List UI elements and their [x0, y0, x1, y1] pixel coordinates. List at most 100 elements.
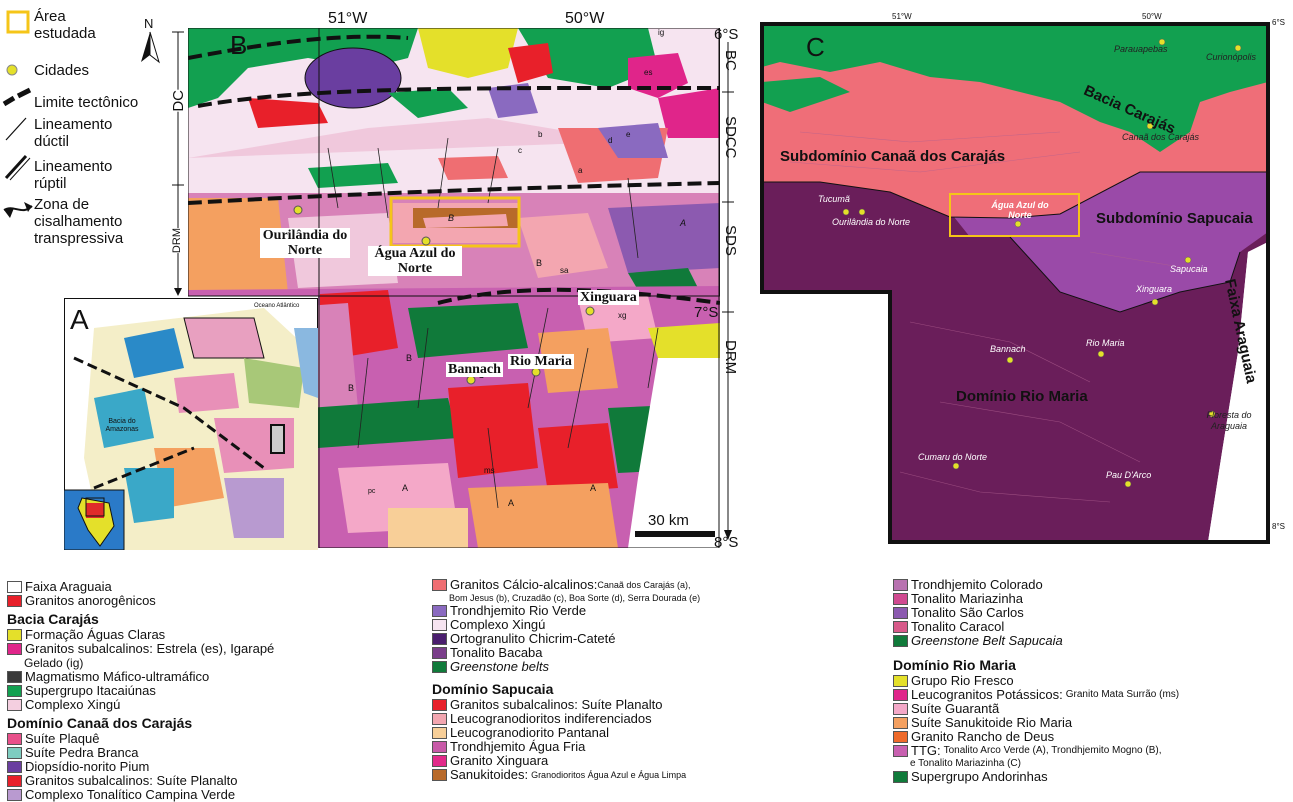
legend-item: Tonalito São Carlos — [893, 606, 1179, 620]
legend-item: Tonalito Mariazinha — [893, 592, 1179, 606]
lat-6-label: 6°S — [714, 26, 739, 43]
unit-letter: A — [402, 483, 409, 493]
legend-col-1: Faixa Araguaia Granitos anorogênicos Bac… — [7, 580, 274, 802]
study-area-label: Área estudada — [34, 8, 96, 42]
town-curionopolis: Curionópolis — [1206, 52, 1257, 62]
shear-zone-symbol — [3, 202, 33, 218]
legend-label: Diopsídio-norito Pium — [25, 759, 150, 774]
legend-item: Magmatismo Máfico-ultramáfico — [7, 670, 274, 684]
panel-c: C 51°W 50°W 6°S 8°S Bacia Carajás Subdom… — [760, 12, 1285, 552]
legend-label: Faixa Araguaia — [25, 579, 112, 594]
legend-label: Gelado (ig) — [24, 656, 84, 670]
town-canaa: Canaã dos Carajás — [1122, 132, 1200, 142]
town-pau-darco: Pau D'Arco — [1106, 470, 1152, 480]
legend-swatch — [7, 581, 22, 593]
unit-letter: B — [348, 383, 355, 393]
legend-label: Granito Xinguara — [450, 753, 549, 768]
legend-item: Tonalito Bacaba — [432, 646, 700, 660]
lat-7-label: 7°S — [694, 304, 719, 321]
legend-swatch — [7, 629, 22, 641]
unit-letter: A — [680, 218, 687, 228]
town-ourilandia: Ourilândia do Norte — [832, 217, 911, 227]
lon-51-label: 51°W — [328, 10, 368, 27]
legend-label: Granitos subalcalinos: Suíte Planalto — [25, 773, 238, 788]
legend-item: Suíte Guarantã — [893, 702, 1179, 716]
legend-item: Granitos subalcalinos: Suíte Planalto — [432, 698, 700, 712]
tectonic-limit-symbol — [2, 87, 32, 107]
legend-label: Complexo Tonalítico Campina Verde — [25, 787, 236, 802]
unit-letter: e — [626, 130, 631, 139]
legend-item: Granitos subalcalinos: Suíte Planalto — [7, 774, 274, 788]
map-key-symbols — [2, 10, 160, 218]
legend-label: Grupo Rio Fresco — [911, 673, 1014, 688]
legend-label: Trondhjemito Rio Verde — [450, 603, 587, 618]
cities-label: Cidades — [34, 62, 90, 79]
legend-item: Formação Águas Claras — [7, 628, 274, 642]
unit-letter: c — [518, 146, 522, 155]
panel-a-highlight — [270, 424, 285, 454]
unit-letter: a — [578, 166, 583, 175]
legend-swatch — [432, 661, 447, 673]
brittle-label: Lineamento rúptil — [34, 158, 113, 192]
legend-swatch — [432, 727, 447, 739]
legend-heading: Domínio Rio Maria — [893, 657, 1016, 673]
legend-item: Greenstone Belt Sapucaia — [893, 634, 1179, 648]
legend-item: Trondhjemito Água Fria — [432, 740, 700, 754]
legend-item: Ortogranulito Chicrim-Cateté — [432, 632, 700, 646]
legend-label: Complexo Xingú — [25, 697, 121, 712]
legend-label: Trondhjemito Água Fria — [450, 739, 586, 754]
legend-swatch — [432, 633, 447, 645]
town-xinguara: Xinguara — [578, 290, 639, 305]
legend-swatch — [432, 579, 447, 591]
legend-item: Complexo Xingú — [432, 618, 700, 632]
legend-swatch — [893, 621, 908, 633]
legend-swatch — [432, 741, 447, 753]
panel-c-map — [760, 22, 1270, 544]
panel-c-lon-50: 50°W — [1142, 12, 1162, 21]
legend-label-small: Tonalito Arco Verde (A), Trondhjemito Mo… — [943, 745, 1162, 756]
legend-item: TTG:Tonalito Arco Verde (A), Trondhjemit… — [893, 744, 1179, 758]
region-rio-maria: Domínio Rio Maria — [956, 388, 1088, 405]
ocean-label: Oceano Atlântico — [254, 303, 300, 309]
legend-label: Formação Águas Claras — [25, 627, 166, 642]
legend-col-3: Trondhjemito Colorado Tonalito Mariazinh… — [893, 578, 1179, 784]
map-key: Área estudada N Cidades Limite tectônico… — [0, 0, 185, 270]
basin-label: Bacia do Amazonas — [105, 418, 139, 433]
legend-label: TTG: — [911, 743, 941, 758]
legend-swatch — [893, 689, 908, 701]
legend-swatch — [432, 647, 447, 659]
legend-swatch — [432, 755, 447, 767]
legend-label: Magmatismo Máfico-ultramáfico — [25, 669, 210, 684]
north-label: N — [144, 16, 154, 31]
legend-label: Leucogranodiorito Pantanal — [450, 725, 610, 740]
town-cumaru: Cumaru do Norte — [918, 452, 988, 462]
lon-50-label: 50°W — [565, 10, 605, 27]
unit-letter: A — [590, 483, 597, 493]
legend-label-small: Granito Mata Surrão (ms) — [1065, 689, 1180, 700]
panel-c-lat-8: 8°S — [1272, 522, 1285, 531]
region-caa: Subdomínio Canaã dos Carajás — [780, 148, 1006, 165]
panel-a: A Oceano Atlântico Bacia do Amazonas — [63, 297, 319, 551]
legend-item: Trondhjemito Rio Verde — [432, 604, 700, 618]
scale-bar — [635, 531, 715, 537]
panel-c-lon-51: 51°W — [892, 12, 912, 21]
panel-c-letter: C — [806, 32, 825, 62]
legend-item: Complexo Xingú — [7, 698, 274, 712]
unit-letter: b — [538, 130, 543, 139]
legend-swatch — [893, 579, 908, 591]
town-ourilandia: Ourilândia do Norte — [260, 228, 350, 258]
legend-item: Granitos subalcalinos: Estrela (es), Iga… — [7, 642, 274, 656]
legend-label: Suíte Sanukitoide Rio Maria — [911, 715, 1073, 730]
legend-swatch — [432, 619, 447, 631]
legend-swatch — [7, 685, 22, 697]
legend-label: Greenstone Belt Sapucaia — [911, 633, 1063, 648]
city-symbol — [6, 64, 18, 76]
legend-swatch — [893, 717, 908, 729]
legend-swatch — [7, 775, 22, 787]
ductile-lineament-symbol — [5, 117, 27, 141]
legend-item: Suíte Sanukitoide Rio Maria — [893, 716, 1179, 730]
scale-label: 30 km — [648, 512, 689, 529]
legend-label: Sanukitoides: — [450, 767, 529, 782]
region-sapucaia: Subdomínio Sapucaia — [1096, 210, 1253, 227]
legend-label-small: Canaã dos Carajás (a), — [597, 580, 691, 590]
